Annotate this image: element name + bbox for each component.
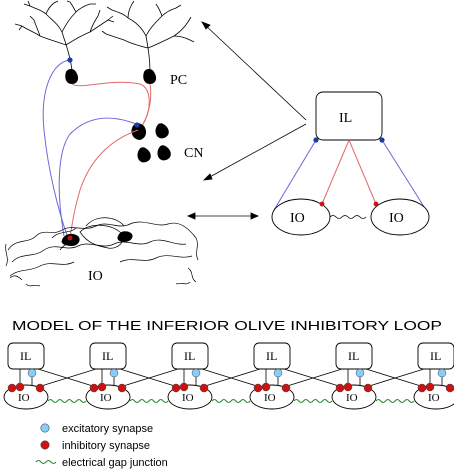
inhibitory-synapse xyxy=(261,382,271,392)
inhibitory-synapse xyxy=(89,383,99,393)
io-left-label: IO xyxy=(290,211,305,226)
cn-label: CN xyxy=(184,146,203,161)
io-label: IO xyxy=(264,392,276,404)
pc-label: PC xyxy=(170,73,187,88)
cn-soma xyxy=(157,145,171,161)
legend-inhibitory-text: inhibitory synapse xyxy=(62,440,150,452)
il-box xyxy=(7,342,45,370)
io-neuron-label: IO xyxy=(88,269,103,284)
inhibitory-synapse xyxy=(7,383,17,393)
inhibitory-synapse xyxy=(97,382,107,392)
il-label: IL xyxy=(348,349,359,363)
inhibitory-synapse xyxy=(425,382,435,392)
inhibitory-synapse xyxy=(281,383,291,393)
gap-junction xyxy=(211,398,251,404)
il-label: IL xyxy=(184,349,195,363)
il-io-synapse xyxy=(319,201,325,207)
gap-junction xyxy=(293,398,333,404)
correspondence-arrows xyxy=(186,21,307,220)
inhibitory-synapse xyxy=(335,383,345,393)
il-box xyxy=(335,342,373,370)
inhibitory-synapse xyxy=(171,383,181,393)
excitatory-synapse xyxy=(109,368,119,378)
il-label: IL xyxy=(20,349,31,363)
io-gap-junction xyxy=(329,215,367,219)
inhibitory-synapse xyxy=(445,383,454,393)
il-label: IL xyxy=(266,349,277,363)
inhibitory-synapse xyxy=(117,383,127,393)
excitatory-synapse xyxy=(355,368,365,378)
il-label: IL xyxy=(430,349,441,363)
inhibitory-synapse xyxy=(15,382,25,392)
il-to-neighbor-io-line xyxy=(283,368,343,388)
io-label: IO xyxy=(346,392,358,404)
excitatory-synapse xyxy=(273,368,283,378)
inhibitory-synapse xyxy=(363,383,373,393)
il-io-chain: IL IO IL IO IL IO IL IO IL IO IL IO xyxy=(3,342,454,410)
il-junction-dot xyxy=(379,137,385,143)
il-to-neighbor-io-line xyxy=(201,368,261,388)
cn-soma xyxy=(137,147,151,163)
climbing-fiber xyxy=(58,117,137,237)
inhibitory-synapse xyxy=(179,382,189,392)
purkinje-dendrites xyxy=(14,0,195,73)
excitatory-synapse xyxy=(191,368,201,378)
il-to-neighbor-io-line xyxy=(37,368,97,388)
io-soma xyxy=(117,231,133,242)
cn-to-io-axon xyxy=(69,129,139,239)
fiber-junction-dot xyxy=(134,122,140,128)
io-label: IO xyxy=(18,392,30,404)
il-box xyxy=(253,342,291,370)
il-box xyxy=(89,342,127,370)
gap-junction xyxy=(129,398,169,404)
purkinje-soma-left xyxy=(65,69,79,84)
io-right-label: IO xyxy=(389,211,404,226)
anatomy-sketch: PC CN IO xyxy=(5,0,203,287)
cn-soma xyxy=(155,123,169,139)
gap-junction xyxy=(375,398,415,404)
pc-to-cn-axon xyxy=(71,81,150,127)
il-junction-dot xyxy=(313,137,319,143)
il-io-synapse xyxy=(373,201,379,207)
gap-junction xyxy=(47,398,87,404)
gap-junction-marker xyxy=(35,459,57,465)
io-right-ellipse xyxy=(370,198,430,236)
excitatory-synapse xyxy=(27,368,37,378)
io-synapse-dot xyxy=(67,235,73,241)
io-label: IO xyxy=(428,392,440,404)
inhibitory-synapse xyxy=(417,383,427,393)
io-label: IO xyxy=(182,392,194,404)
purkinje-soma-right xyxy=(143,69,157,84)
il-to-neighbor-io-line xyxy=(365,368,425,388)
inhibitory-synapse xyxy=(343,382,353,392)
il-to-neighbor-io-line xyxy=(119,368,179,388)
il-label: IL xyxy=(102,349,113,363)
il-box xyxy=(171,342,209,370)
inhibitory-synapse xyxy=(253,383,263,393)
legend: excitatory synapse inhibitory synapse el… xyxy=(35,423,168,469)
climbing-fiber xyxy=(42,59,71,239)
il-box-label: IL xyxy=(339,111,352,126)
inhibitory-synapse-marker xyxy=(40,440,50,450)
legend-excitatory-text: excitatory synapse xyxy=(62,423,153,435)
legend-gap-text: electrical gap junction xyxy=(62,457,168,469)
inhibitory-synapse xyxy=(35,383,45,393)
il-io-schematic: IL IO IO xyxy=(271,91,430,236)
cn-soma xyxy=(131,123,147,140)
io-label: IO xyxy=(100,392,112,404)
inhibitory-synapse xyxy=(199,383,209,393)
excitatory-synapse-marker xyxy=(40,423,50,433)
il-box xyxy=(417,342,454,370)
fiber-junction-dot xyxy=(67,57,73,63)
excitatory-synapse xyxy=(437,368,447,378)
model-title: MODEL OF THE INFERIOR OLIVE INHIBITORY L… xyxy=(12,319,442,333)
